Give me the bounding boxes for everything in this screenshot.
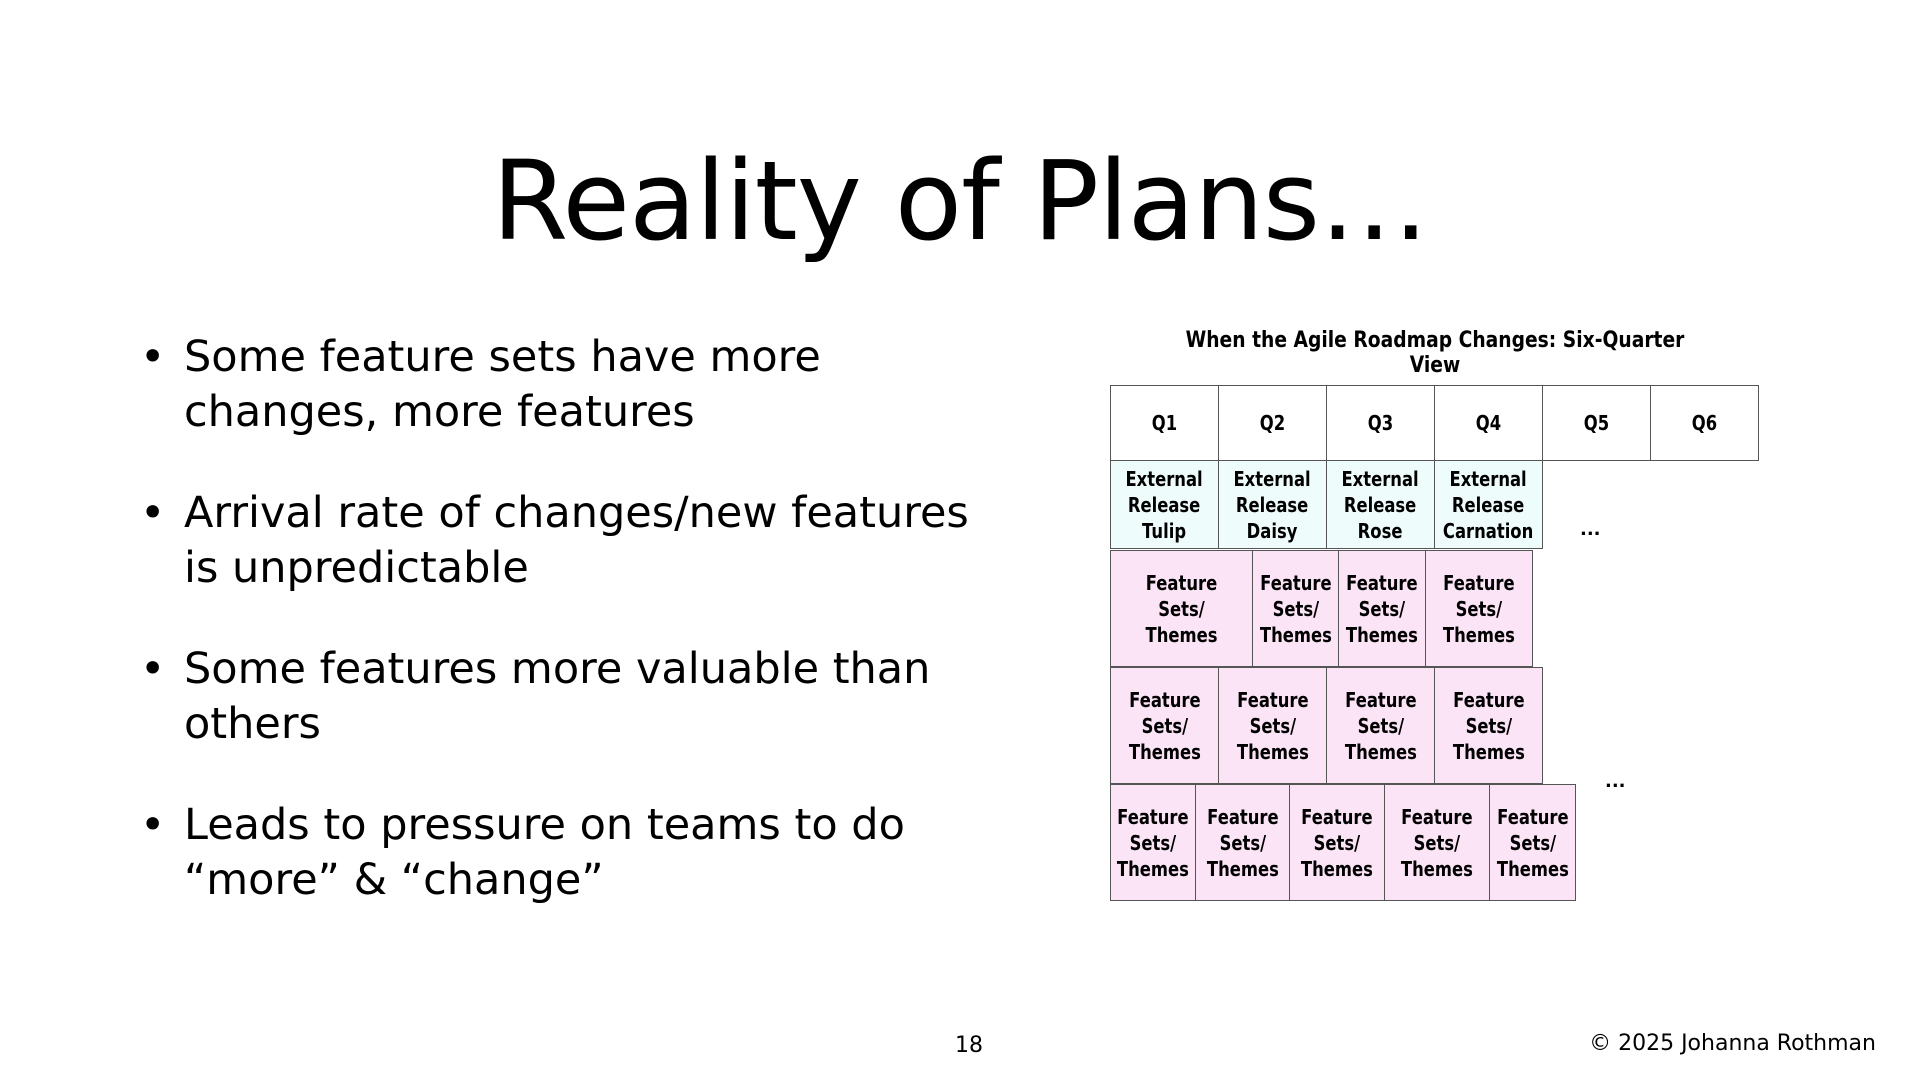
quarter-cell: Q5 <box>1542 385 1651 461</box>
bullet-dot: • <box>140 488 166 538</box>
copyright-notice: © 2025 Johanna Rothman <box>1589 1031 1876 1056</box>
feature-set-cell: Feature Sets/ Themes <box>1195 784 1290 901</box>
release-cell: External Release Daisy <box>1218 460 1327 549</box>
feature-set-cell: Feature Sets/ Themes <box>1489 784 1576 901</box>
quarter-cell: Q1 <box>1110 385 1219 461</box>
quarter-cell: Q6 <box>1650 385 1759 461</box>
bullet-dot: • <box>140 332 166 382</box>
feature-set-cell: Feature Sets/ Themes <box>1252 550 1339 667</box>
feature-set-cell: Feature Sets/ Themes <box>1425 550 1533 667</box>
ellipsis-marker: ... <box>1605 771 1626 792</box>
release-cell: External Release Rose <box>1326 460 1435 549</box>
bullet-dot: • <box>140 644 166 694</box>
bullet-text: Leads to pressure on teams to do “more” … <box>184 800 905 905</box>
feature-set-cell: Feature Sets/ Themes <box>1110 784 1196 901</box>
feature-set-cell: Feature Sets/ Themes <box>1326 667 1435 784</box>
feature-set-cell: Feature Sets/ Themes <box>1434 667 1543 784</box>
bullet-item: • Some features more valuable than others <box>140 642 970 752</box>
release-cell: External Release Carnation <box>1434 460 1543 549</box>
feature-set-cell: Feature Sets/ Themes <box>1110 550 1253 667</box>
slide-title: Reality of Plans… <box>491 136 1429 265</box>
quarter-cell: Q4 <box>1434 385 1543 461</box>
feature-set-cell: Feature Sets/ Themes <box>1289 784 1385 901</box>
feature-set-cell: Feature Sets/ Themes <box>1218 667 1327 784</box>
roadmap-diagram: When the Agile Roadmap Changes: Six-Quar… <box>1110 325 1760 915</box>
quarter-cell: Q3 <box>1326 385 1435 461</box>
feature-set-cell: Feature Sets/ Themes <box>1338 550 1426 667</box>
bullet-dot: • <box>140 800 166 850</box>
bullet-item: • Arrival rate of changes/new features is… <box>140 486 970 596</box>
feature-set-cell: Feature Sets/ Themes <box>1110 667 1219 784</box>
bullet-text: Some feature sets have more changes, mor… <box>184 332 821 437</box>
roadmap-title: When the Agile Roadmap Changes: Six-Quar… <box>1185 328 1685 378</box>
ellipsis-marker: ... <box>1580 519 1601 540</box>
bullet-list: • Some feature sets have more changes, mo… <box>140 330 970 954</box>
page-number: 18 <box>955 1033 983 1058</box>
bullet-text: Arrival rate of changes/new features is … <box>184 488 969 593</box>
bullet-item: • Some feature sets have more changes, mo… <box>140 330 970 440</box>
bullet-item: • Leads to pressure on teams to do “more”… <box>140 798 970 908</box>
quarter-cell: Q2 <box>1218 385 1327 461</box>
bullet-text: Some features more valuable than others <box>184 644 931 749</box>
feature-set-cell: Feature Sets/ Themes <box>1384 784 1490 901</box>
release-cell: External Release Tulip <box>1110 460 1219 549</box>
